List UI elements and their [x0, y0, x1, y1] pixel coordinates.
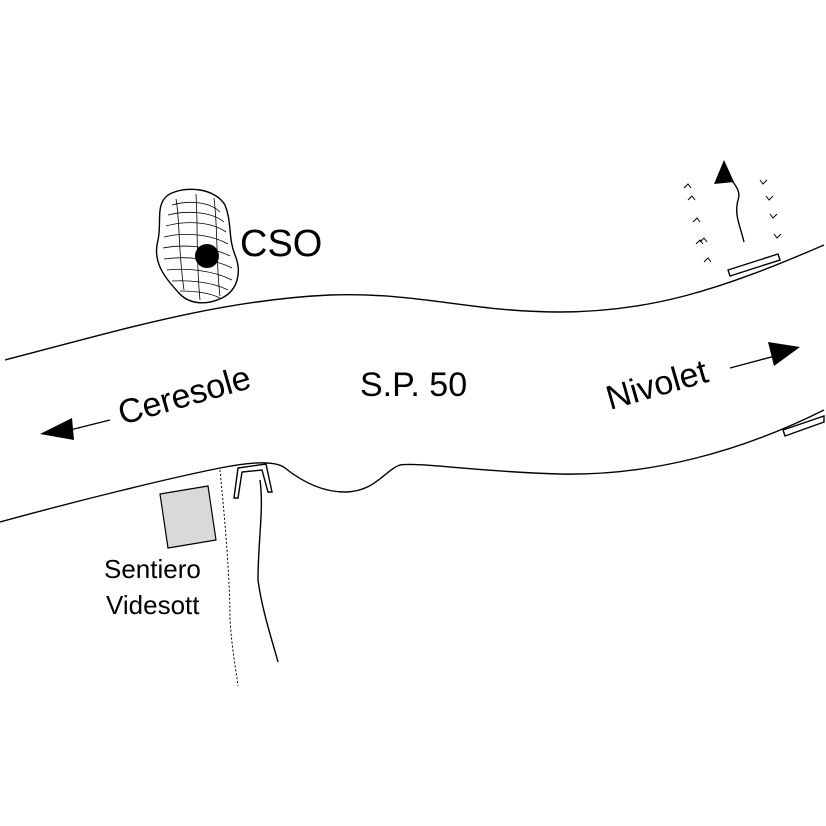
- arrow-up-icon: [714, 160, 734, 184]
- culvert-right: [782, 415, 825, 437]
- road-upper-edge: [4, 244, 825, 361]
- direction-nivolet: Nivolet: [602, 342, 800, 418]
- trail-label-line1: Sentiero: [104, 554, 201, 584]
- trail-videsott: [219, 463, 279, 687]
- cso-point-marker: [195, 244, 219, 268]
- road-lower-edge: [0, 409, 825, 523]
- arrow-right-icon: [768, 342, 800, 366]
- arrow-left-icon: [40, 418, 74, 440]
- grass-tufts-icon: [683, 179, 782, 263]
- rock-outcrop: [155, 188, 239, 304]
- building: [159, 485, 217, 549]
- svg-text:Ceresole: Ceresole: [114, 359, 255, 433]
- cso-label: CSO: [240, 223, 322, 265]
- road-name-label: S.P. 50: [360, 366, 467, 404]
- trail-label-line2: Videsott: [106, 590, 200, 620]
- svg-text:Nivolet: Nivolet: [602, 352, 713, 417]
- trail-upper-right: [683, 160, 782, 277]
- direction-ceresole: Ceresole: [40, 359, 255, 440]
